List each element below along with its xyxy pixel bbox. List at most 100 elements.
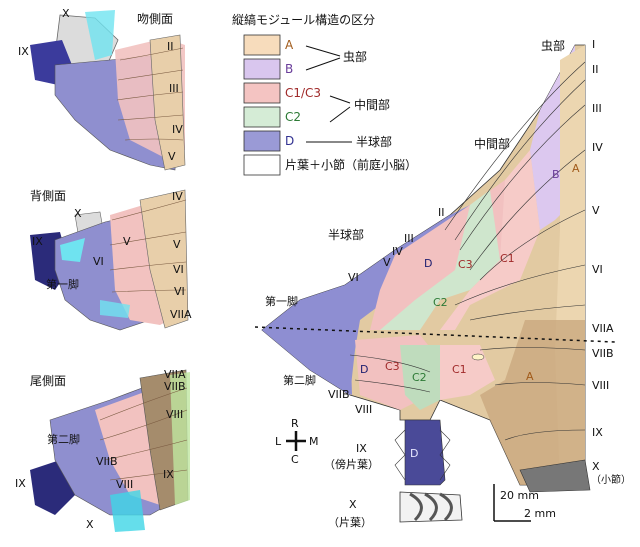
caudal-label-crus2: 第二脚	[47, 432, 80, 446]
dorsal-label-ix: IX	[32, 235, 43, 248]
flatmap-left-ii: II	[438, 206, 445, 219]
zone-label-c1-lower: C1	[452, 363, 467, 376]
zone-label-b: B	[552, 168, 560, 181]
flatmap-left-iii: III	[404, 232, 414, 245]
flatmap-left-paraflocculus: （傍片葉）	[324, 457, 379, 471]
flatmap-right-lobule-3: IV	[592, 141, 603, 154]
flatmap-left-v: V	[383, 256, 391, 269]
rostral-label-x: X	[62, 7, 70, 20]
orientation-indicator: R C L M	[275, 417, 319, 466]
flatmap-right-lobule-4: V	[592, 204, 600, 217]
zone-label-c2-upper: C2	[433, 296, 448, 309]
flatmap-left-crus1: 第一脚	[265, 294, 298, 308]
caudal-label-viia: VIIA	[164, 368, 186, 381]
flatmap-left-crus2: 第二脚	[283, 373, 316, 387]
rostral-label-ii: II	[167, 40, 174, 53]
legend-label-1: B	[285, 62, 293, 76]
flatmap-left-viii: VIII	[355, 403, 372, 416]
zone-label-a-lower: A	[526, 370, 534, 383]
flatmap-right-lobule-2: III	[592, 102, 602, 115]
dorsal-label-vi-inner: VI	[93, 255, 104, 268]
orientation-down: C	[291, 453, 299, 466]
caudal-label-ix-left: IX	[15, 477, 26, 490]
flocculus-drawing	[399, 491, 463, 523]
legend-group-paravermis: 中間部	[354, 97, 390, 112]
rostral-label-iii: III	[169, 82, 179, 95]
zone-label-c1-upper: C1	[500, 252, 515, 265]
legend-swatch-1	[243, 58, 281, 80]
legend-group-hemisphere: 半球部	[356, 134, 392, 149]
orientation-left: L	[275, 435, 282, 448]
orientation-right: M	[309, 435, 319, 448]
orientation-up: R	[291, 417, 299, 430]
flatmap-right-lobule-11: （小節）	[591, 473, 631, 486]
legend-swatch-4	[243, 130, 281, 152]
flatmap-right-lobule-1: II	[592, 63, 599, 76]
rostral-label-ix: IX	[18, 45, 29, 58]
legend-swatch-5	[243, 154, 281, 176]
caudal-view-title: 尾側面	[30, 374, 66, 388]
legend-swatch-3	[243, 106, 281, 128]
caudal-label-ix-right: IX	[163, 468, 174, 481]
flatmap-right-lobule-7: VIIB	[592, 347, 614, 360]
flatmap-right-lobule-9: IX	[592, 426, 603, 439]
dorsal-label-v-outer: V	[173, 238, 181, 251]
dorsal-label-iv: IV	[172, 190, 183, 203]
dorsal-label-viia: VIIA	[170, 308, 192, 321]
zone-label-c2-lower: C2	[412, 371, 427, 384]
flatmap-left-vi: VI	[348, 271, 359, 284]
caudal-label-x: X	[86, 518, 94, 531]
dorsal-view-title: 背側面	[30, 189, 66, 203]
flatmap-right-lobule-6: VIIA	[592, 322, 614, 335]
legend-swatch-0	[243, 34, 281, 56]
flatmap-right-lobule-0: I	[592, 38, 595, 51]
legend-label-4: D	[285, 134, 294, 148]
rostral-view-title: 吻側面	[137, 12, 173, 26]
dorsal-view: 背側面 X IX IV V V VI VI 第一脚 VI VIIA	[30, 189, 192, 331]
legend-label-5: 片葉＋小節（前庭小脳）	[285, 157, 417, 172]
flatmap-vermis-title: 虫部	[541, 38, 565, 53]
folia-lines	[349, 61, 586, 441]
zone-label-d-lower: D	[360, 363, 368, 376]
dorsal-label-vi-outer: VI	[173, 263, 184, 276]
dorsal-label-crus1: 第一脚	[46, 277, 79, 291]
flatmap-right-lobule-5: VI	[592, 263, 603, 276]
scale-bar: 20 mm 2 mm	[493, 484, 556, 522]
legend-group-vermis: 虫部	[343, 49, 367, 64]
zone-label-d-paraflocculus: D	[410, 447, 418, 460]
rostral-label-v: V	[168, 150, 176, 163]
legend-label-3: C2	[285, 110, 301, 124]
flatmap: 虫部 中間部 半球部 IIIIIIIVVVIVIIAVIIBVIIIIXX（小節…	[254, 38, 631, 529]
dorsal-label-vi-lower: VI	[174, 285, 185, 298]
caudal-view: 尾側面 VIIA VIIB VIII 第二脚 VIIB VIII IX IX X	[15, 368, 190, 532]
flatmap-hemisphere-title: 半球部	[328, 227, 364, 242]
flatmap-paravermis-title: 中間部	[474, 136, 510, 151]
zone-label-a-upper: A	[572, 162, 580, 175]
dorsal-label-x: X	[74, 207, 82, 220]
flatmap-right-lobule-10: X	[592, 460, 600, 473]
scale-small-label: 2 mm	[524, 507, 556, 520]
flatmap-left-iv: IV	[392, 245, 403, 258]
legend-label-0: A	[285, 38, 294, 52]
legend-swatch-2	[243, 82, 281, 104]
zone-label-d-upper: D	[424, 257, 432, 270]
legend-label-2: C1/C3	[285, 86, 321, 100]
caudal-label-viib: VIIB	[164, 380, 186, 393]
flatmap-left-x: X	[349, 498, 357, 511]
caudal-label-viib-inner: VIIB	[96, 455, 118, 468]
zone-label-c3-upper: C3	[458, 258, 473, 271]
rostral-label-iv: IV	[172, 123, 183, 136]
legend-title: 縦縞モジュール構造の区分	[232, 12, 375, 27]
flatmap-left-ix: IX	[356, 442, 367, 455]
rostral-view: 吻側面 X IX II III IV V	[18, 7, 186, 171]
zone-label-c3-lower: C3	[385, 360, 400, 373]
scale-large-label: 20 mm	[500, 489, 539, 502]
flatmap-right-lobule-8: VIII	[592, 379, 609, 392]
caudal-label-viii: VIII	[166, 408, 183, 421]
dorsal-label-v-inner: V	[123, 235, 131, 248]
flatmap-left-viib: VIIB	[328, 388, 350, 401]
caudal-label-viii-inner: VIII	[116, 478, 133, 491]
